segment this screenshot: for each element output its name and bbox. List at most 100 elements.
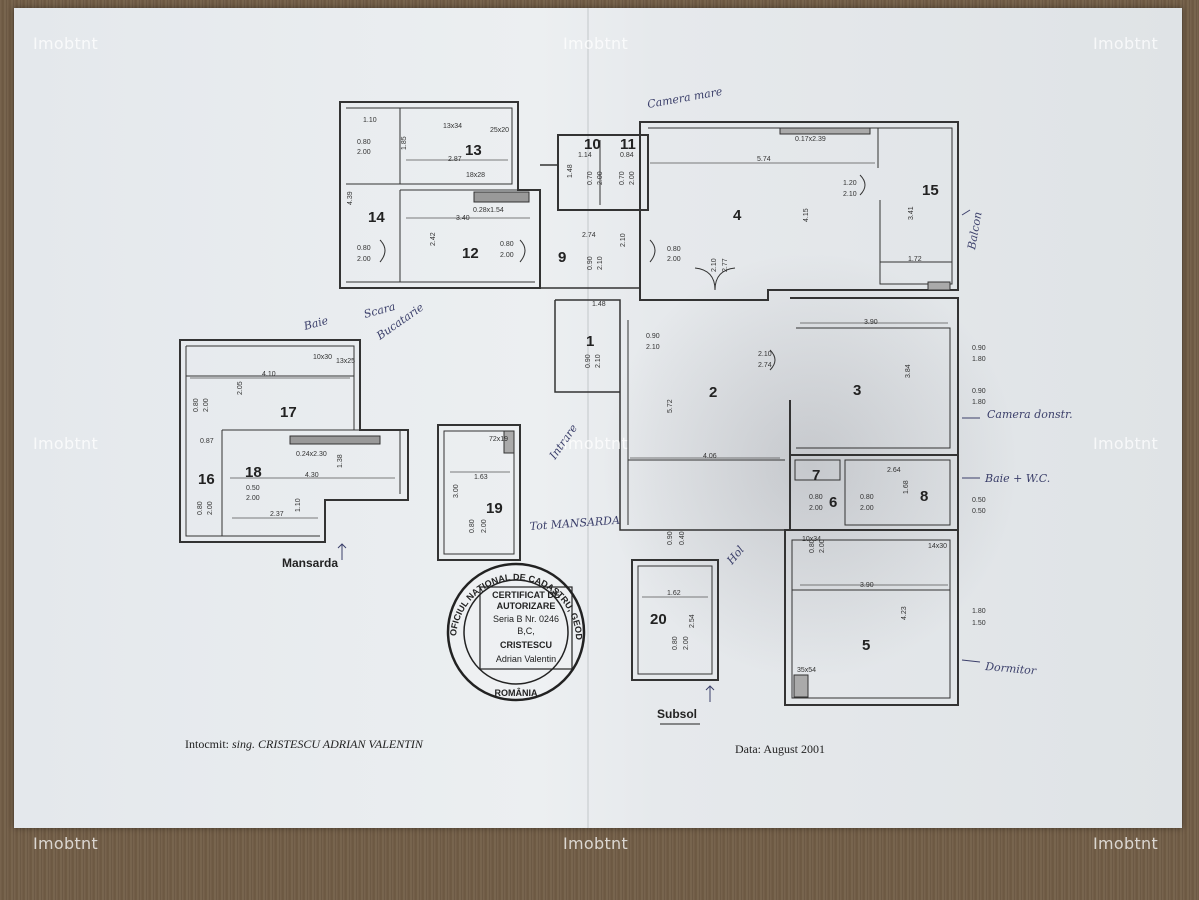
- label-subsol: Subsol: [657, 707, 698, 721]
- dim-label: 3.84: [905, 364, 912, 378]
- dim-label: 0.90: [587, 256, 594, 270]
- dim-label: 1.48: [592, 301, 606, 308]
- dim-label: 1.50: [972, 620, 986, 627]
- room-13: 13: [465, 142, 482, 159]
- dim-label: 4.23: [901, 606, 908, 620]
- dim-label: 2.77: [722, 258, 729, 272]
- dim-label: 2.00: [629, 171, 636, 185]
- dim-label: 0.80: [667, 246, 681, 253]
- label-mansarda: Mansarda: [282, 556, 339, 570]
- dim-label: 0.70: [587, 171, 594, 185]
- footer-prefix: Intocmit:: [185, 737, 229, 751]
- dim-label: 2.00: [246, 495, 260, 502]
- dim-label: 2.74: [758, 362, 772, 369]
- wall-room-19: [437, 424, 521, 561]
- watermark: Imobtnt: [1093, 434, 1159, 453]
- watermark: Imobtnt: [1093, 834, 1159, 853]
- dim-label: 0.87: [200, 438, 214, 445]
- room-2: 2: [709, 384, 717, 401]
- note-scara: Scara: [362, 300, 396, 321]
- dim-label: 3.00: [453, 484, 460, 498]
- dim-label: 2.00: [500, 252, 514, 259]
- dim-label: 1.68: [903, 480, 910, 494]
- dim-label: 2.00: [357, 149, 371, 156]
- paper-sheet: [14, 8, 1182, 828]
- dim-label: 2.00: [207, 501, 214, 515]
- note-dormitor: Dormitor: [984, 660, 1038, 678]
- dim-label: 0.80: [860, 494, 874, 501]
- dim-label: 1.85: [401, 136, 408, 150]
- dim-label: 2.00: [357, 256, 371, 263]
- stamp-line6: Adrian Valentin: [496, 654, 556, 664]
- dim-label: 1.10: [295, 498, 302, 512]
- dim-label: 2.00: [819, 539, 826, 553]
- dim-label: 2.54: [689, 614, 696, 628]
- dim-label: 2.00: [860, 505, 874, 512]
- wall-room-20: [631, 559, 719, 681]
- dim-label: 0.90: [972, 388, 986, 395]
- dim-label: 14x30: [928, 543, 947, 550]
- cadastre-stamp: OFICIUL NAȚIONAL DE CADASTRU, GEODEZIE Ș…: [0, 0, 586, 702]
- stamp-line4: B,C,: [517, 626, 535, 636]
- dim-label: 2.10: [620, 233, 627, 247]
- dim-label: 1.63: [474, 474, 488, 481]
- room-17: 17: [280, 404, 297, 421]
- note-baie-wc: Baie + W.C.: [984, 472, 1050, 485]
- dim-label: 0.80: [357, 245, 371, 252]
- dim-label: 0.80: [357, 139, 371, 146]
- stamp-country: ROMÂNIA: [495, 687, 538, 698]
- dim-label: 2.00: [597, 171, 604, 185]
- room-12: 12: [462, 245, 479, 262]
- room-10: 10: [584, 136, 601, 153]
- dim-label: 0.80: [809, 539, 816, 553]
- dim-label: 3.90: [860, 582, 874, 589]
- dim-label: 0.80: [193, 398, 200, 412]
- dim-label: 0.50: [246, 485, 260, 492]
- room-20: 20: [650, 611, 667, 628]
- dim-label: 1.80: [972, 356, 986, 363]
- dim-label: 2.00: [667, 256, 681, 263]
- dim-label: 3.40: [456, 215, 470, 222]
- dim-label: 2.64: [887, 467, 901, 474]
- dim-label: 10x30: [313, 354, 332, 361]
- dim-label: 4.10: [262, 371, 276, 378]
- dim-label: 35x54: [797, 667, 816, 674]
- dim-label: 2.05: [237, 381, 244, 395]
- dim-label: 2.87: [448, 156, 462, 163]
- room-1: 1: [586, 333, 594, 350]
- room-11: 11: [620, 136, 636, 153]
- wall-rooms-1-2: [554, 299, 785, 531]
- note-balcon: Balcon: [965, 211, 985, 252]
- stamp-line1: CERTIFICAT DE: [492, 590, 560, 600]
- dim-label: 0.80: [809, 494, 823, 501]
- footer-author: Intocmit: sing. CRISTESCU ADRIAN VALENTI…: [185, 737, 423, 752]
- dim-label: 4.06: [703, 453, 717, 460]
- room-16: 16: [198, 471, 215, 488]
- dim-label: 2.00: [481, 519, 488, 533]
- note-baie: Baie: [301, 314, 330, 333]
- dim-label: 2.00: [809, 505, 823, 512]
- dim-label: 2.10: [595, 354, 602, 368]
- watermark: Imobtnt: [563, 434, 629, 453]
- dim-label: 2.37: [270, 511, 284, 518]
- dim-label: 4.30: [305, 472, 319, 479]
- stamp-ring-text: OFICIUL NAȚIONAL DE CADASTRU, GEODEZIE Ș…: [0, 0, 584, 641]
- room-15: 15: [922, 182, 939, 199]
- dim-label: 1.80: [972, 608, 986, 615]
- watermark: Imobtnt: [33, 34, 99, 53]
- dim-label: 4.15: [803, 208, 810, 222]
- dim-label: 0.50: [972, 508, 986, 515]
- room-9: 9: [558, 249, 566, 266]
- dim-label: 10x34: [802, 536, 821, 543]
- footer-author-name: sing. CRISTESCU ADRIAN VALENTIN: [232, 737, 423, 751]
- dim-label: 5.74: [757, 156, 771, 163]
- wall-mansarda: [179, 339, 409, 543]
- dim-label: 0.84: [620, 152, 634, 159]
- dim-label: 4.39: [347, 191, 354, 205]
- dim-label: 18x28: [466, 172, 485, 179]
- dim-label: 0.70: [619, 171, 626, 185]
- wall-rooms-10-11: [557, 134, 649, 211]
- footer-date: Data: August 2001: [735, 742, 825, 756]
- dim-label: 0.80: [469, 519, 476, 533]
- room-3: 3: [853, 382, 861, 399]
